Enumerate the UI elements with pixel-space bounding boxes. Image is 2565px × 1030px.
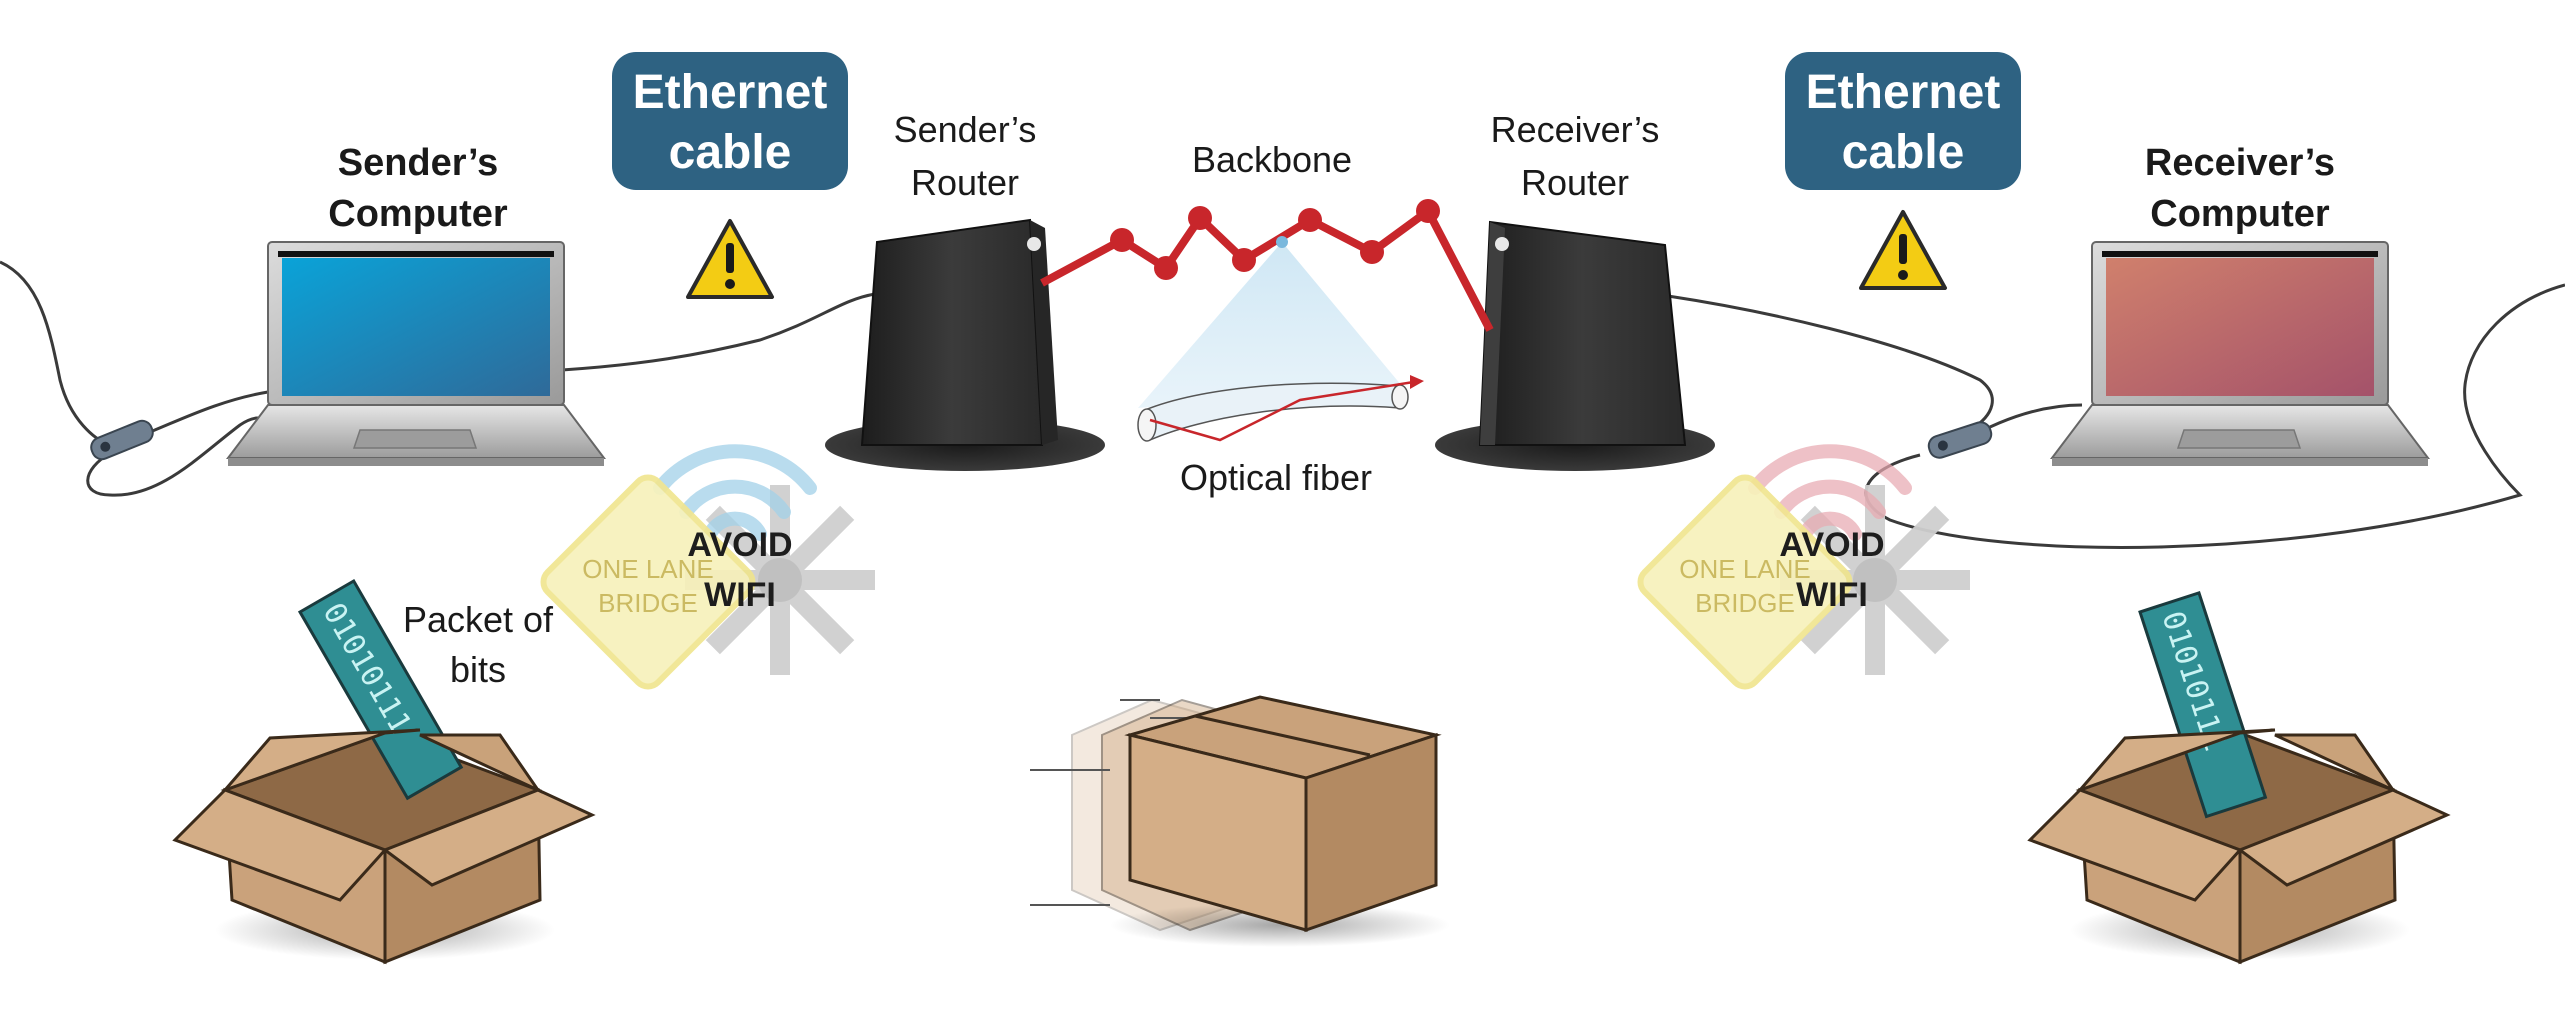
ethernet-badge-line1: Ethernet bbox=[633, 66, 828, 119]
wifi-icon bbox=[653, 444, 817, 541]
receivers-computer-label-1: Receiver’s bbox=[2145, 142, 2335, 184]
receiver-power-adapter bbox=[1927, 421, 1993, 459]
senders-router-label-2: Router bbox=[911, 162, 1019, 203]
power-adapter-icon bbox=[90, 419, 154, 461]
warning-icon bbox=[686, 219, 774, 299]
senders-computer-label-1: Sender’s bbox=[338, 142, 499, 184]
receiver-laptop bbox=[2049, 241, 2431, 466]
sender-power-adapter bbox=[90, 419, 154, 461]
road-sign-icon bbox=[540, 474, 756, 690]
ethernet-badge-line1: Ethernet bbox=[1806, 66, 2001, 119]
wifi-icon bbox=[1748, 444, 1912, 541]
sender-power-cable-laptop bbox=[149, 390, 269, 434]
receiver-ethernet-cable bbox=[1667, 294, 1994, 432]
road-sign-line1: ONE LANE bbox=[582, 554, 714, 584]
road-sign-line2: BRIDGE bbox=[598, 588, 698, 618]
receiver-packet-box: 01010111 bbox=[2027, 590, 2451, 965]
ethernet-badge-receiver: Ethernet cable bbox=[1785, 52, 2021, 190]
senders-router-label-1: Sender’s bbox=[894, 109, 1037, 150]
router-icon bbox=[1478, 220, 1687, 446]
sender-power-cable-loop bbox=[86, 416, 269, 497]
avoid-label: AVOID bbox=[687, 526, 792, 564]
senders-computer-label-2: Computer bbox=[328, 193, 508, 235]
power-adapter-icon bbox=[1927, 421, 1993, 459]
router-icon bbox=[860, 218, 1044, 446]
sender-router bbox=[825, 218, 1105, 471]
road-sign-icon bbox=[1637, 474, 1853, 690]
sender-laptop bbox=[225, 241, 607, 466]
ethernet-badge-sender: Ethernet cable bbox=[612, 52, 848, 190]
ethernet-badge-line2: cable bbox=[669, 126, 792, 179]
optical-fiber bbox=[1137, 242, 1424, 442]
backbone-nodes bbox=[1110, 199, 1440, 280]
transit-packet-box bbox=[1030, 695, 1450, 947]
ethernet-badge-line2: cable bbox=[1842, 126, 1965, 179]
sender-packet-box: 01010111 bbox=[172, 578, 596, 965]
receivers-router-label-2: Router bbox=[1521, 162, 1629, 203]
packet-label-2: bits bbox=[450, 649, 506, 690]
receiver-router bbox=[1435, 220, 1715, 471]
avoid-label: AVOID bbox=[1779, 526, 1884, 564]
fiber-beam bbox=[1138, 242, 1402, 408]
sender-ethernet-cable bbox=[561, 292, 876, 372]
backbone-label: Backbone bbox=[1192, 139, 1352, 180]
sender-screen bbox=[282, 258, 550, 396]
packet-label-1: Packet of bbox=[403, 599, 554, 640]
backbone-link bbox=[1040, 199, 1494, 332]
box-icon bbox=[172, 788, 388, 902]
optical-fiber-icon bbox=[1137, 375, 1424, 442]
avoid-wifi-receiver: ONE LANE BRIDGE AVOID WIFI bbox=[1637, 444, 1970, 690]
receiver-screen bbox=[2106, 258, 2374, 396]
road-sign-line2: BRIDGE bbox=[1695, 588, 1795, 618]
road-icon bbox=[685, 485, 875, 675]
sender-power-cable bbox=[0, 260, 111, 447]
box-icon bbox=[2027, 788, 2243, 902]
avoid-wifi-sender: ONE LANE BRIDGE AVOID WIFI bbox=[540, 444, 875, 690]
optical-fiber-label: Optical fiber bbox=[1180, 457, 1372, 498]
wifi-label: WIFI bbox=[1796, 576, 1868, 614]
receivers-computer-label-2: Computer bbox=[2150, 193, 2330, 235]
road-sign-line1: ONE LANE bbox=[1679, 554, 1811, 584]
wifi-label: WIFI bbox=[704, 576, 776, 614]
receivers-router-label-1: Receiver’s bbox=[1491, 109, 1660, 150]
warning-icon bbox=[1859, 210, 1947, 290]
road-icon bbox=[1780, 485, 1970, 675]
